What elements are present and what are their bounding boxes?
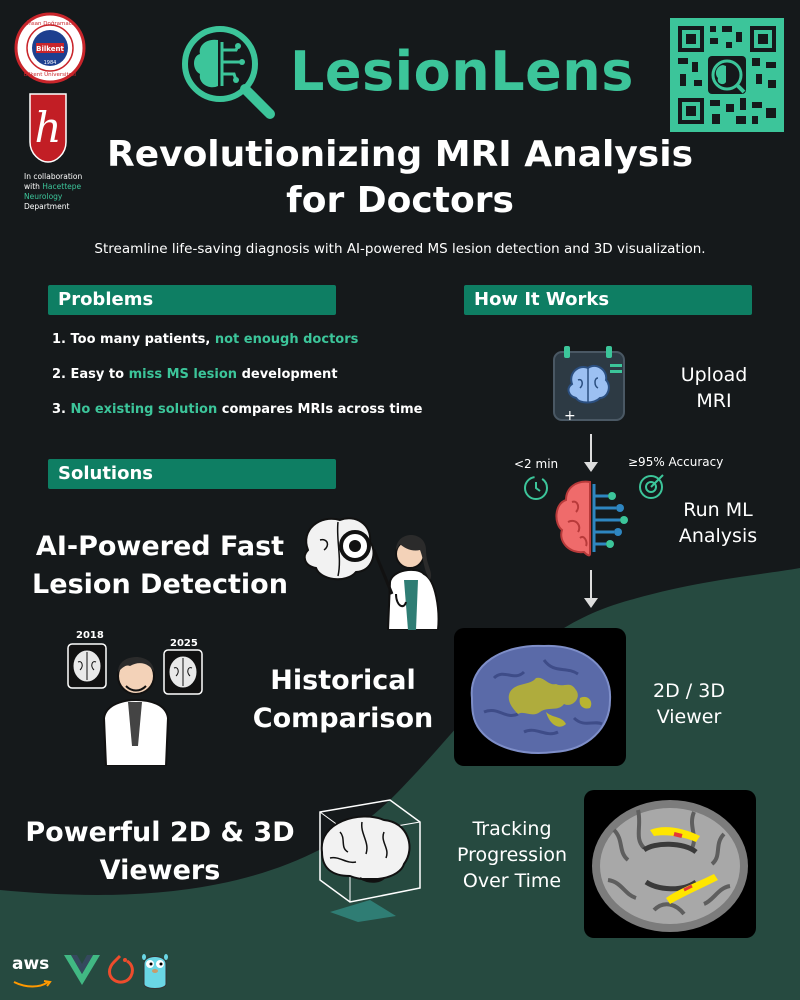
svg-text:İhsan Doğramacı: İhsan Doğramacı	[27, 20, 74, 27]
arrow-down-icon	[584, 434, 598, 472]
ai-brain-icon	[555, 480, 628, 557]
target-icon	[639, 474, 664, 499]
solutions-heading: Solutions	[48, 459, 336, 489]
historical-comparison-text: Historical Comparison	[252, 665, 434, 734]
svg-text:+: +	[564, 408, 576, 424]
page-title: Revolutionizing MRI Analysis for Doctors	[106, 134, 694, 221]
svg-text:Bilkent Üniversitesi: Bilkent Üniversitesi	[24, 71, 77, 78]
doctor-scans-illustration: 2018 2025	[67, 630, 203, 766]
run-ml-label: Run ML Analysis	[678, 499, 758, 547]
brain-cube-illustration	[319, 799, 421, 922]
brand-name: LesionLens	[290, 39, 634, 103]
doctor-magnifier-illustration	[303, 517, 440, 630]
problem-item: 1. Too many patients, not enough doctors	[52, 332, 359, 347]
vue-logo	[64, 955, 100, 985]
svg-text:2018: 2018	[76, 630, 104, 641]
3d-brain-render	[454, 628, 626, 766]
bilkent-logo: Bilkent İhsan Doğramacı Bilkent Üniversi…	[14, 12, 86, 84]
collaboration-note: In collaboration with Hacettepe Neurolog…	[24, 172, 83, 211]
brain-magnifier-icon	[182, 26, 275, 119]
problems-heading: Problems	[48, 285, 336, 315]
time-metric: <2 min	[514, 457, 559, 471]
svg-text:Bilkent: Bilkent	[36, 45, 64, 53]
viewer-label: 2D / 3D Viewer	[653, 680, 725, 728]
svg-text:2025: 2025	[170, 638, 198, 649]
clock-icon	[524, 476, 548, 500]
mri-upload-icon: +	[553, 346, 625, 424]
arrow-down-icon	[584, 570, 598, 608]
qr-code[interactable]	[670, 18, 784, 132]
viewers-text: Powerful 2D & 3D Viewers	[25, 817, 295, 886]
accuracy-metric: ≥95% Accuracy	[628, 455, 724, 469]
how-it-works-heading: How It Works	[464, 285, 752, 315]
aws-logo: aws	[12, 955, 52, 992]
svg-text:h: h	[34, 103, 61, 152]
hacettepe-logo: h	[26, 92, 70, 164]
svg-text:1984: 1984	[44, 60, 57, 66]
problem-item: 2. Easy to miss MS lesion development	[52, 367, 338, 382]
brand-header: LesionLens	[178, 22, 634, 120]
problems-list: 1. Too many patients, not enough doctors…	[52, 330, 422, 435]
go-gopher-logo	[142, 954, 168, 989]
tracking-label: Tracking Progression Over Time	[456, 818, 568, 892]
upload-mri-label: Upload MRI	[680, 364, 748, 412]
mri-slice-image	[584, 790, 756, 938]
subtitle: Streamline life-saving diagnosis with AI…	[94, 241, 706, 257]
pytorch-logo	[108, 954, 134, 984]
ai-detection-text: AI-Powered Fast Lesion Detection	[32, 531, 288, 600]
problem-item: 3. No existing solution compares MRIs ac…	[52, 402, 423, 417]
